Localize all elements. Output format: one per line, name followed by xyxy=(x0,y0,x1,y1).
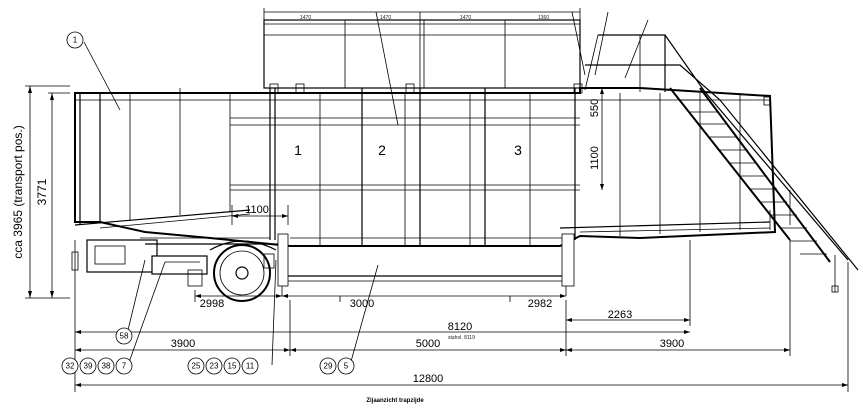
svg-text:25: 25 xyxy=(192,362,201,371)
drawing-caption: Zijaanzicht trapzijde xyxy=(366,398,424,404)
dim-1100-h-group: 1100 xyxy=(231,204,289,225)
roof-frame: 1470 1470 1470 1360 xyxy=(263,8,581,89)
balloon-29: 29 xyxy=(319,357,337,375)
balloon-23: 23 xyxy=(205,357,223,375)
dim-1100-h: 1100 xyxy=(245,204,269,216)
svg-text:5: 5 xyxy=(344,362,349,371)
svg-text:29: 29 xyxy=(324,362,333,371)
svg-text:32: 32 xyxy=(66,362,75,371)
svg-text:15: 15 xyxy=(228,362,237,371)
height-3771-label: 3771 xyxy=(35,178,49,205)
balloon-11: 11 xyxy=(241,357,259,375)
height-dimensions: cca 3965 (transport pos.) 3771 xyxy=(11,85,70,299)
dim-5000: 5000 xyxy=(416,338,440,350)
balloon-5: 5 xyxy=(337,357,355,375)
dim-12800: 12800 xyxy=(413,373,444,385)
svg-text:39: 39 xyxy=(84,362,93,371)
balloon-15: 15 xyxy=(223,357,241,375)
stiffeners xyxy=(79,88,741,246)
dim-2982: 2982 xyxy=(528,298,552,310)
balloon-39: 39 xyxy=(79,357,97,375)
transport-height-label: cca 3965 (transport pos.) xyxy=(11,125,25,258)
dim-550: 550 xyxy=(589,99,601,117)
compartment-2-label: 2 xyxy=(378,142,386,158)
dim-1100-v: 1100 xyxy=(589,146,601,170)
callout-balloons: 1 58 32 39 38 7 25 23 xyxy=(61,31,355,375)
dim-3000: 3000 xyxy=(350,298,374,310)
stair-treads xyxy=(680,99,827,255)
balloon-58: 58 xyxy=(115,327,133,345)
compartment-1-label: 1 xyxy=(294,142,302,158)
dim-2998: 2998 xyxy=(200,298,224,310)
svg-text:1: 1 xyxy=(73,36,78,45)
chassis xyxy=(71,233,575,302)
dim-3900-right: 3900 xyxy=(660,338,684,350)
vertical-dims-right: 550 1100 xyxy=(589,88,604,190)
top-dim-3: 1470 xyxy=(460,15,471,21)
dim-2263: 2263 xyxy=(608,309,632,321)
svg-text:7: 7 xyxy=(122,362,127,371)
balloon-7: 7 xyxy=(115,357,133,375)
top-dim-2: 1470 xyxy=(380,15,391,21)
dim-3900-left: 3900 xyxy=(171,338,195,350)
svg-text:58: 58 xyxy=(120,332,129,341)
length-dimensions: 2998 3000 2982 2263 8120 stahol. 8119 39… xyxy=(74,240,849,392)
svg-text:38: 38 xyxy=(102,362,111,371)
compartment-3-label: 3 xyxy=(514,142,522,158)
balloon-38: 38 xyxy=(97,357,115,375)
leader-lines xyxy=(83,11,649,366)
access-stairs xyxy=(584,34,859,293)
balloon-32: 32 xyxy=(61,357,79,375)
top-dim-1: 1470 xyxy=(300,15,311,21)
wheel xyxy=(213,244,271,302)
tank-body xyxy=(74,83,777,247)
svg-text:11: 11 xyxy=(246,362,255,371)
dim-8120: 8120 xyxy=(448,321,472,333)
overall-note: stahol. 8119 xyxy=(448,335,475,341)
balloon-1: 1 xyxy=(66,31,84,49)
svg-text:23: 23 xyxy=(210,362,219,371)
top-dim-4: 1360 xyxy=(538,15,549,21)
balloon-25: 25 xyxy=(187,357,205,375)
